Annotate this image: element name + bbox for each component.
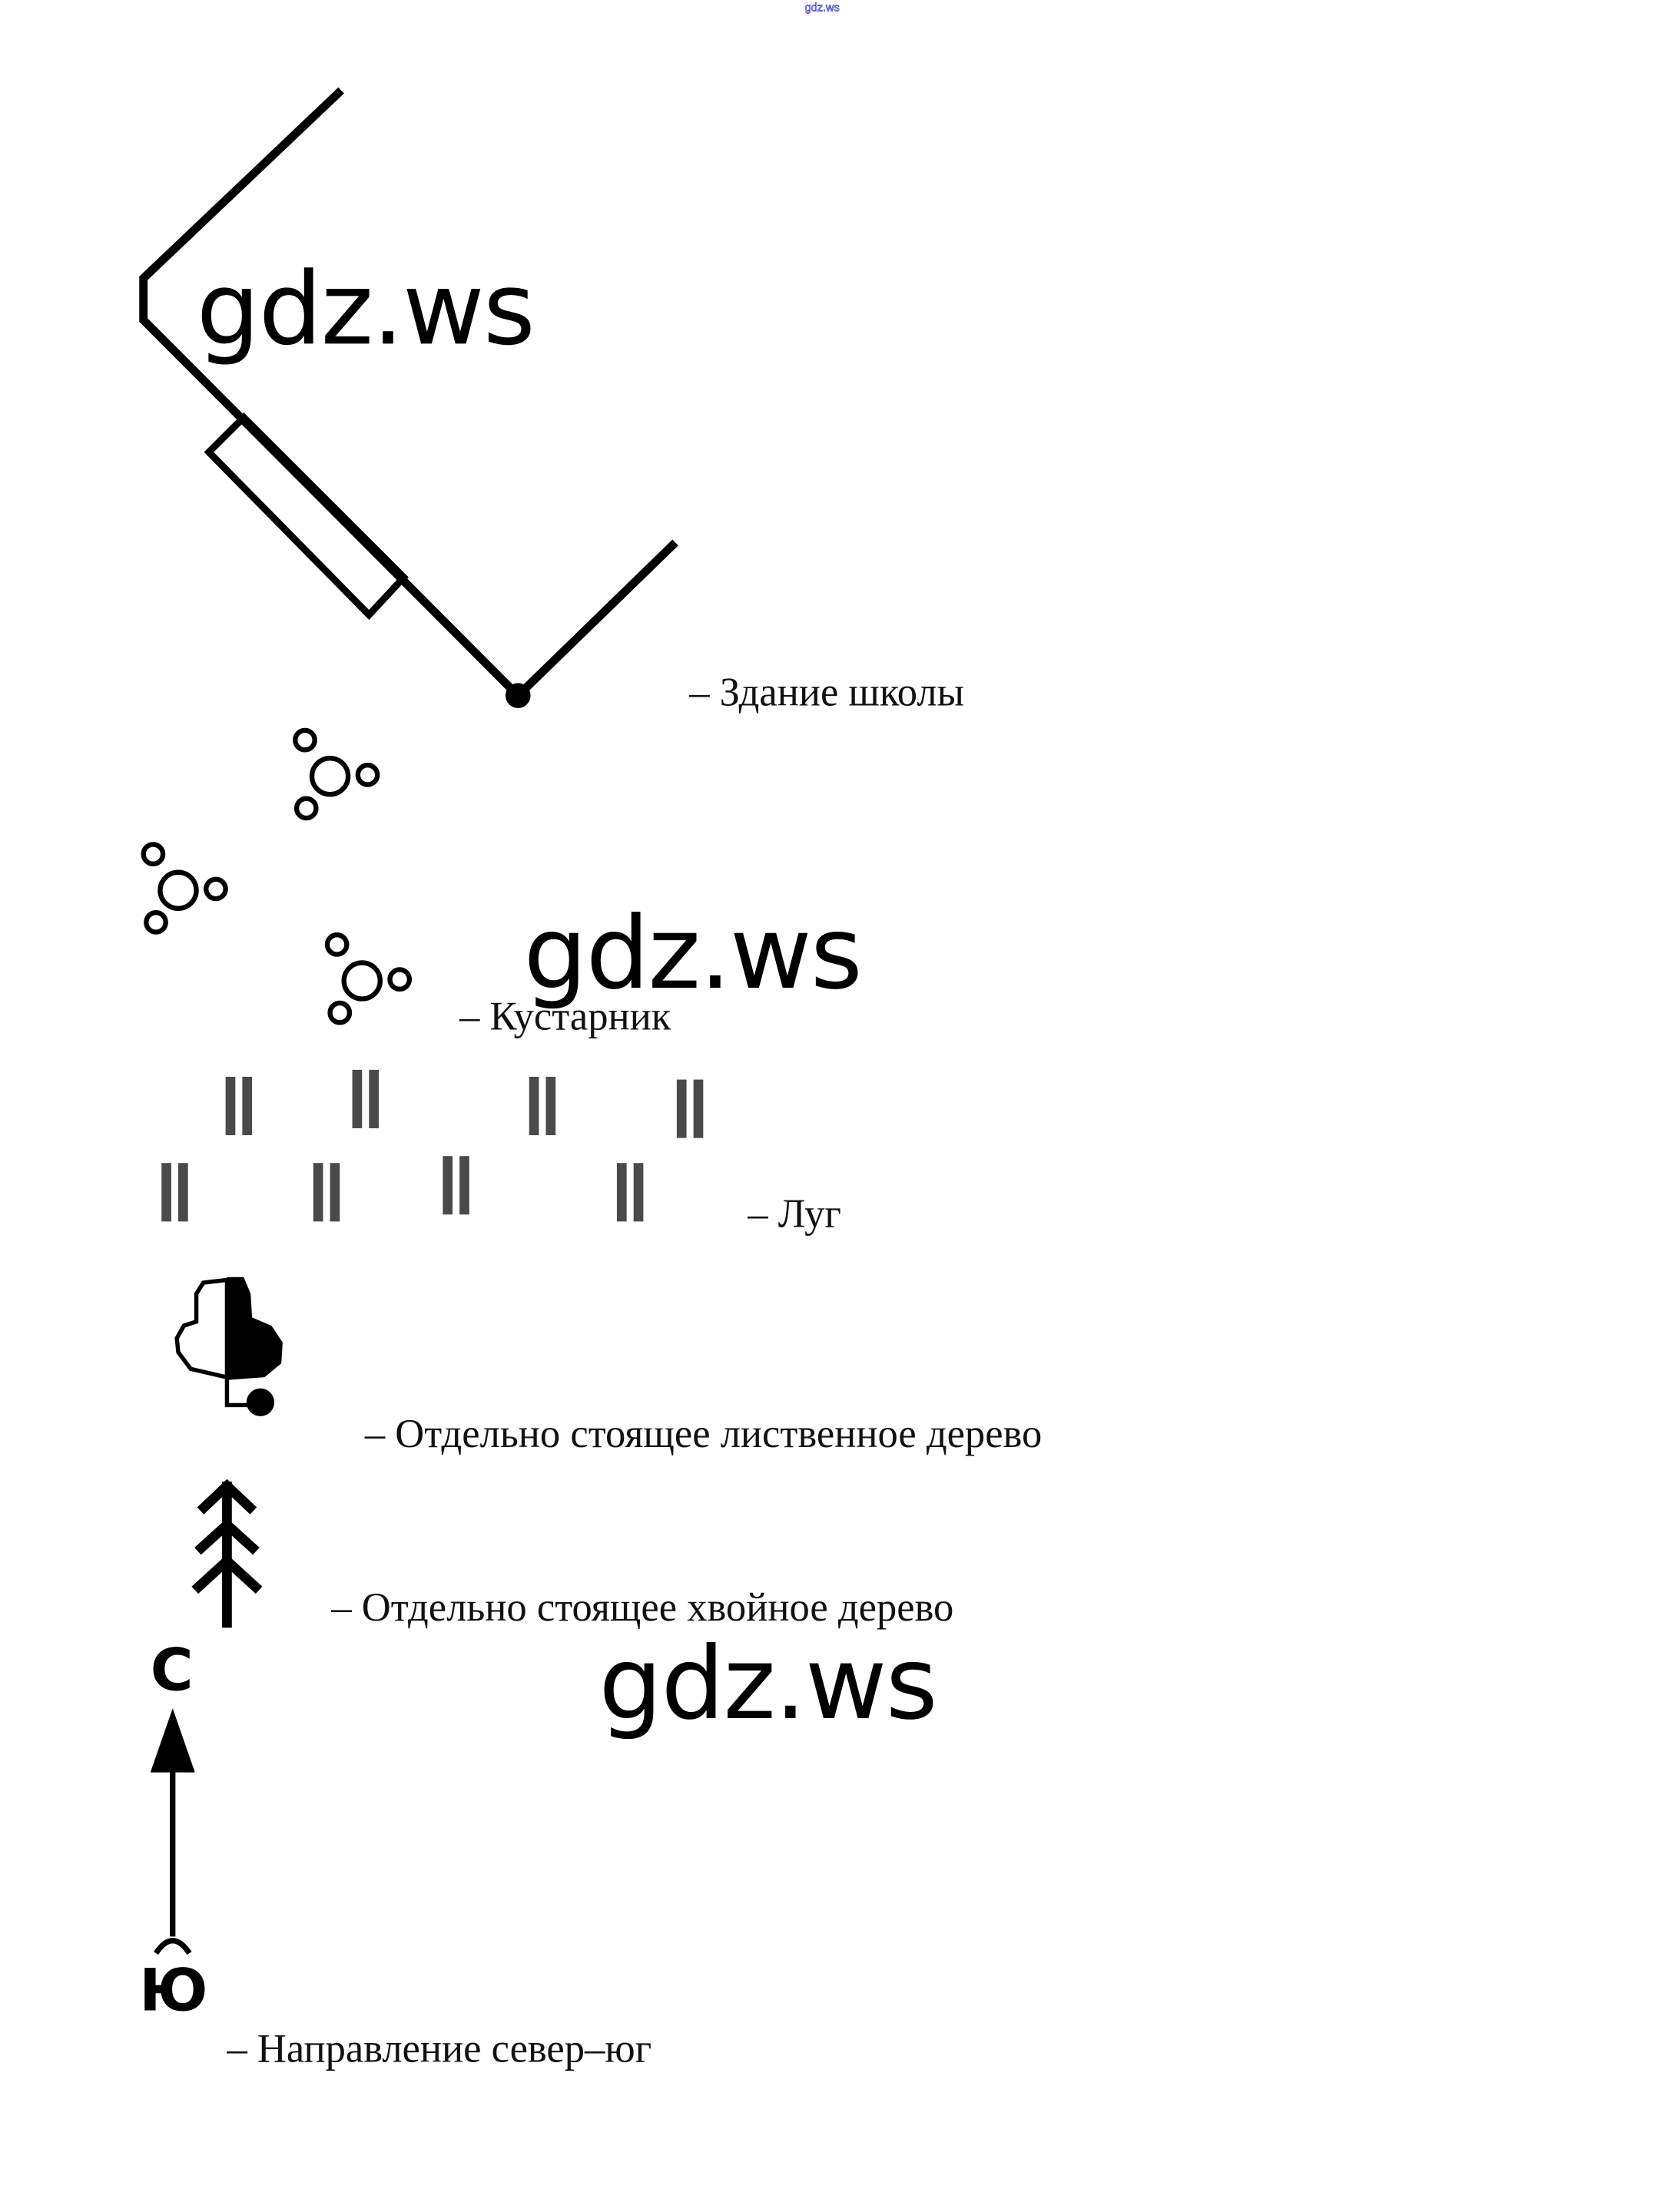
meadow-stroke: [178, 1163, 188, 1222]
conifer-tree-icon: [191, 1479, 263, 1628]
meadow-stroke: [225, 1076, 236, 1136]
meadow-stroke: [443, 1156, 453, 1215]
watermark: gdz.ws: [598, 1624, 937, 1742]
legend-bush: – Кустарник: [459, 995, 671, 1040]
top-watermark: gdz.ws: [804, 1, 840, 15]
meadow-stroke: [313, 1163, 323, 1222]
meadow-stroke: [616, 1163, 627, 1222]
south-label: Ю: [139, 1955, 208, 2025]
bush-icon: [141, 727, 413, 1025]
meadow-stroke: [161, 1163, 171, 1222]
school-building-icon: [139, 87, 678, 708]
meadow-stroke: [369, 1069, 379, 1128]
legend-school-building: – Здание школы: [689, 671, 964, 716]
meadow-stroke: [330, 1163, 340, 1222]
meadow-icon: [161, 1069, 704, 1222]
meadow-stroke: [459, 1156, 469, 1215]
north-label: С: [150, 1636, 194, 1704]
meadow-stroke: [529, 1076, 539, 1136]
deciduous-tree-icon: [174, 1277, 283, 1416]
meadow-stroke: [352, 1069, 363, 1128]
legend-deciduous-tree: – Отдельно стоящее лиственное дерево: [364, 1412, 1043, 1457]
meadow-stroke: [693, 1079, 704, 1138]
watermark: gdz.ws: [196, 250, 535, 368]
legend-meadow: – Луг: [748, 1192, 841, 1237]
legend-conifer-tree: – Отдельно стоящее хвойное дерево: [331, 1585, 954, 1631]
north-south-arrow-icon: [150, 1708, 195, 1955]
watermark: gdz.ws: [523, 894, 863, 1012]
legend-north-south: – Направление север–юг: [227, 2027, 652, 2072]
meadow-stroke: [242, 1076, 253, 1136]
meadow-stroke: [676, 1079, 687, 1138]
meadow-stroke: [633, 1163, 644, 1222]
meadow-stroke: [545, 1076, 556, 1136]
